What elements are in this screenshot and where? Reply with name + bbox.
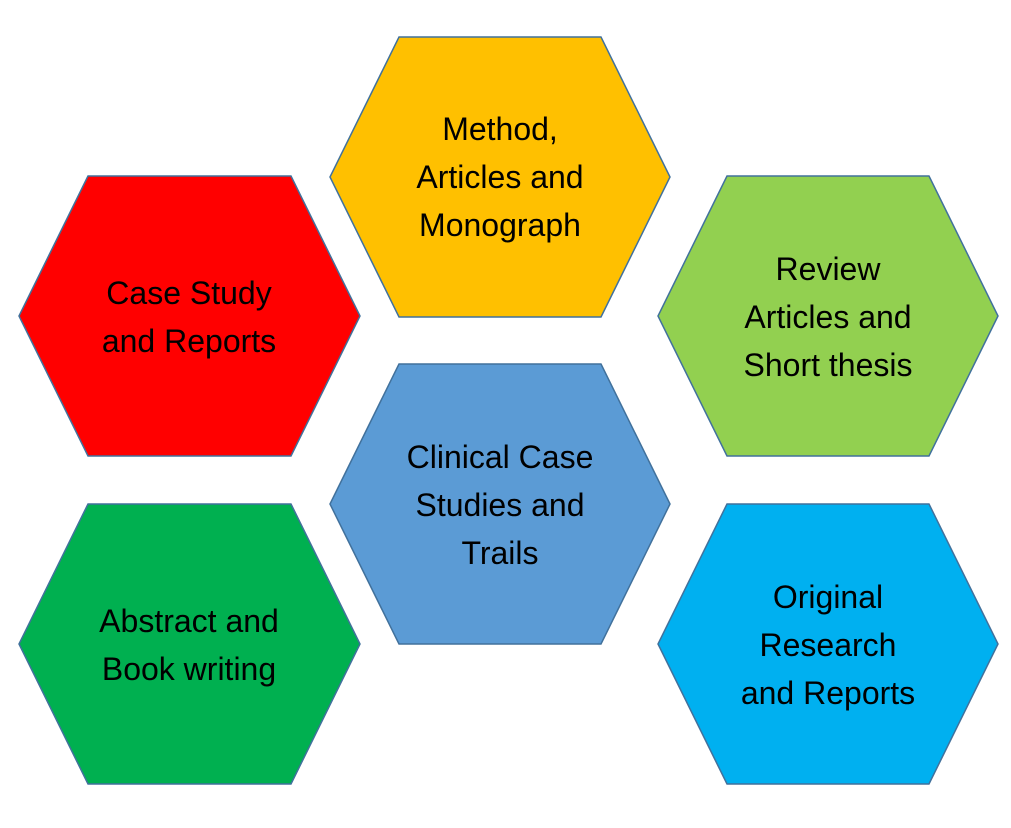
hexagon-abstract — [18, 503, 361, 785]
hexagon-case-study — [18, 175, 361, 457]
hexagon-review — [657, 175, 999, 457]
hexagon-original — [657, 503, 999, 785]
hexagon-method — [329, 36, 671, 318]
hexagon-clinical — [329, 363, 671, 645]
